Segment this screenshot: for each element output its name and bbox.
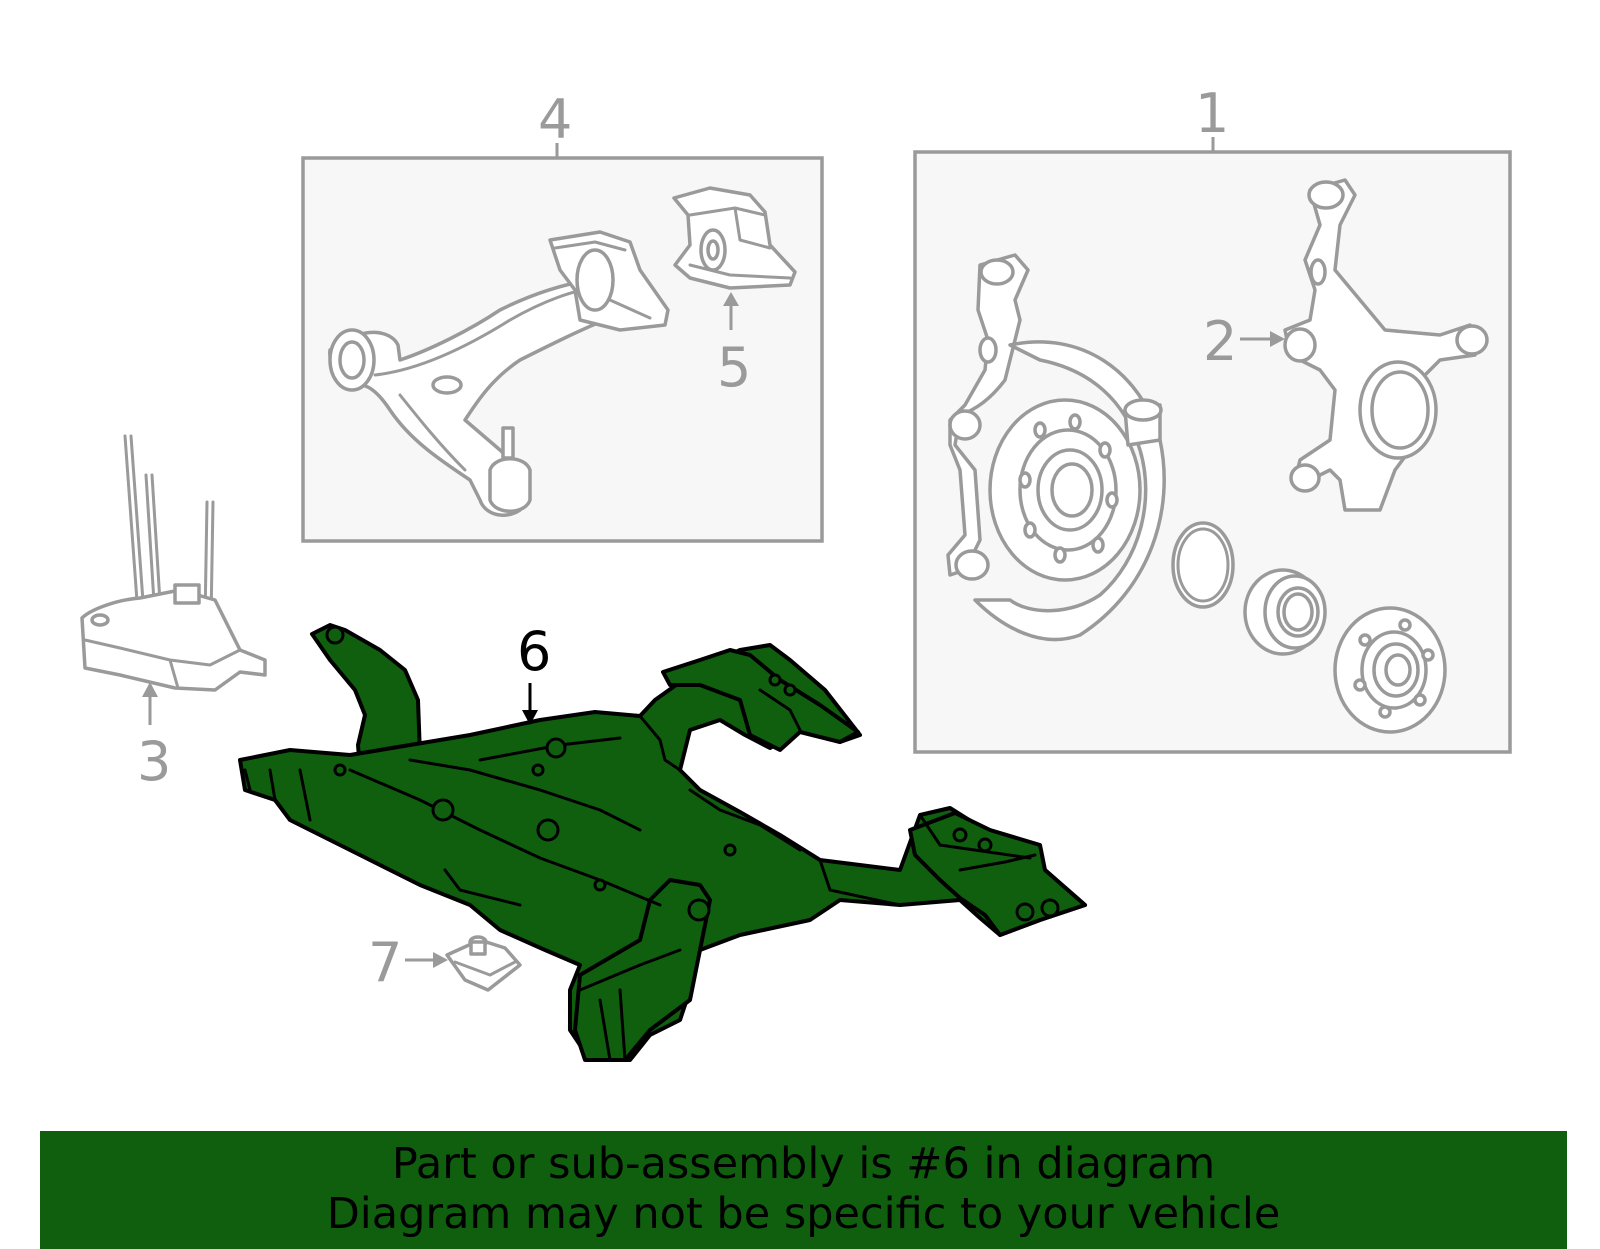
callout-label-2[interactable]: 2 <box>1203 310 1237 373</box>
wheel-bearing-icon <box>1243 568 1327 656</box>
engine-cradle-icon <box>238 623 1087 1062</box>
arrow-3 <box>142 682 158 697</box>
steering-knuckle-assembly-group[interactable]: 1 <box>913 82 1512 754</box>
lower-control-arm-group[interactable]: 4 5 <box>301 88 824 543</box>
callout-label-1[interactable]: 1 <box>1195 82 1229 145</box>
banner-line-1: Part or sub-assembly is #6 in diagram <box>391 1139 1216 1189</box>
knuckle-with-dust-shield-icon <box>946 253 1166 642</box>
engine-cradle-group[interactable]: 6 <box>238 620 1087 1062</box>
callout-label-4[interactable]: 4 <box>538 88 572 151</box>
engine-mount-icon <box>80 434 267 692</box>
clip-nut-group[interactable]: 7 <box>368 931 522 994</box>
snap-ring-icon <box>1171 521 1235 609</box>
banner-line-2: Diagram may not be specific to your vehi… <box>326 1189 1281 1239</box>
arrow-2 <box>1270 331 1285 347</box>
control-arm-bushing-icon[interactable] <box>672 186 797 290</box>
info-banner: Part or sub-assembly is #6 in diagram Di… <box>40 1131 1567 1249</box>
lower-control-arm-icon <box>328 230 670 517</box>
arrow-7 <box>433 952 448 968</box>
arrow-6 <box>522 710 538 725</box>
callout-label-3[interactable]: 3 <box>137 730 171 793</box>
arrow-5 <box>723 292 739 306</box>
clip-nut-icon <box>445 935 522 992</box>
callout-label-5[interactable]: 5 <box>717 336 751 399</box>
engine-mount-group[interactable]: 3 <box>80 434 267 793</box>
wheel-hub-icon <box>1333 606 1447 734</box>
callout-label-6[interactable]: 6 <box>517 620 551 683</box>
steering-knuckle-icon[interactable] <box>1283 178 1489 512</box>
callout-label-7[interactable]: 7 <box>368 931 402 994</box>
